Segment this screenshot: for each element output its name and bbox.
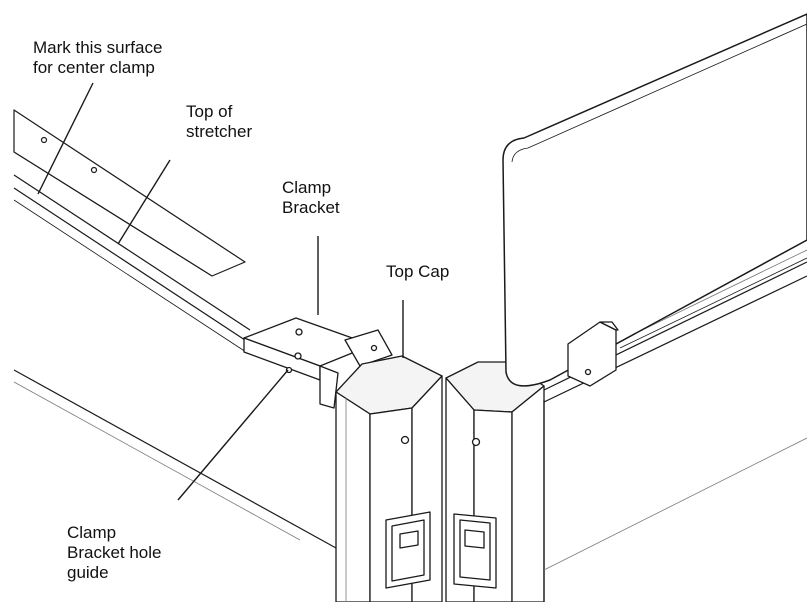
leader-mark-surface (37, 82, 94, 195)
stretcher-hole-1 (40, 136, 48, 144)
callout-mark-surface: Mark this surface for center clamp (33, 38, 162, 78)
leader-lines (37, 82, 404, 501)
left-wall-assembly (13, 109, 337, 549)
callout-hole-guide-line1: Clamp (67, 523, 117, 542)
stretcher-rail-upper (13, 174, 251, 331)
right-post-cord-access-inner (459, 519, 491, 581)
callout-hole-guide-line3: guide (67, 563, 109, 582)
leader-top-of-stretcher (117, 159, 171, 245)
left-post (335, 355, 443, 602)
callout-clamp-bracket-line2: Bracket (282, 198, 340, 217)
callout-clamp-bracket-line1: Clamp (282, 178, 332, 197)
right-post (445, 361, 545, 602)
screen-bracket-side (599, 321, 619, 331)
callout-clamp-bracket: Clamp Bracket (282, 178, 340, 218)
screen-panel-body (502, 13, 807, 387)
screen-bracket-hole (584, 368, 592, 376)
callout-mark-surface-line1: Mark this surface (33, 38, 163, 57)
bracket-hole-2 (294, 352, 302, 360)
callout-top-of-stretcher-line2: stretcher (186, 122, 253, 141)
stretcher-plate-edge (13, 151, 213, 277)
right-wall-rail-4 (619, 257, 807, 349)
stretcher-rail-lower (13, 199, 247, 353)
callout-top-of-stretcher-line1: Top of (186, 102, 233, 121)
left-wall-lower-edge (13, 381, 301, 541)
screen-panel (502, 13, 807, 387)
clamp-bracket-tab (319, 365, 339, 409)
left-post-cord-access (385, 511, 431, 589)
callout-hole-guide: Clamp Bracket hole guide (67, 523, 162, 583)
left-post-hole (400, 435, 410, 445)
callout-top-of-stretcher: Top of stretcher (186, 102, 252, 142)
callout-top-cap-line1: Top Cap (386, 262, 450, 281)
clamp-bracket-upper-tab (344, 329, 393, 367)
right-post-cord-window (464, 529, 485, 549)
screen-panel-inner-edge (511, 23, 807, 163)
left-post-front (335, 391, 371, 602)
stretcher-rail-middle (13, 187, 249, 343)
left-post-cord-access-inner (391, 519, 425, 582)
right-post-right-face (511, 385, 545, 602)
clamp-bracket (243, 317, 393, 409)
callout-hole-guide-line2: Bracket hole (67, 543, 162, 562)
callout-top-cap: Top Cap (386, 262, 449, 282)
left-wall-top-edge (13, 369, 337, 549)
right-wall-bottom-edge (543, 437, 807, 571)
stretcher-hole-2 (90, 166, 98, 174)
callout-mark-surface-line2: for center clamp (33, 58, 155, 77)
bracket-hole-1 (295, 328, 303, 336)
right-post-hole (471, 437, 481, 447)
screen-bracket (567, 321, 619, 387)
bracket-hole-3 (370, 344, 378, 352)
leader-hole-guide (177, 369, 289, 501)
left-post-cord-window (399, 530, 419, 549)
